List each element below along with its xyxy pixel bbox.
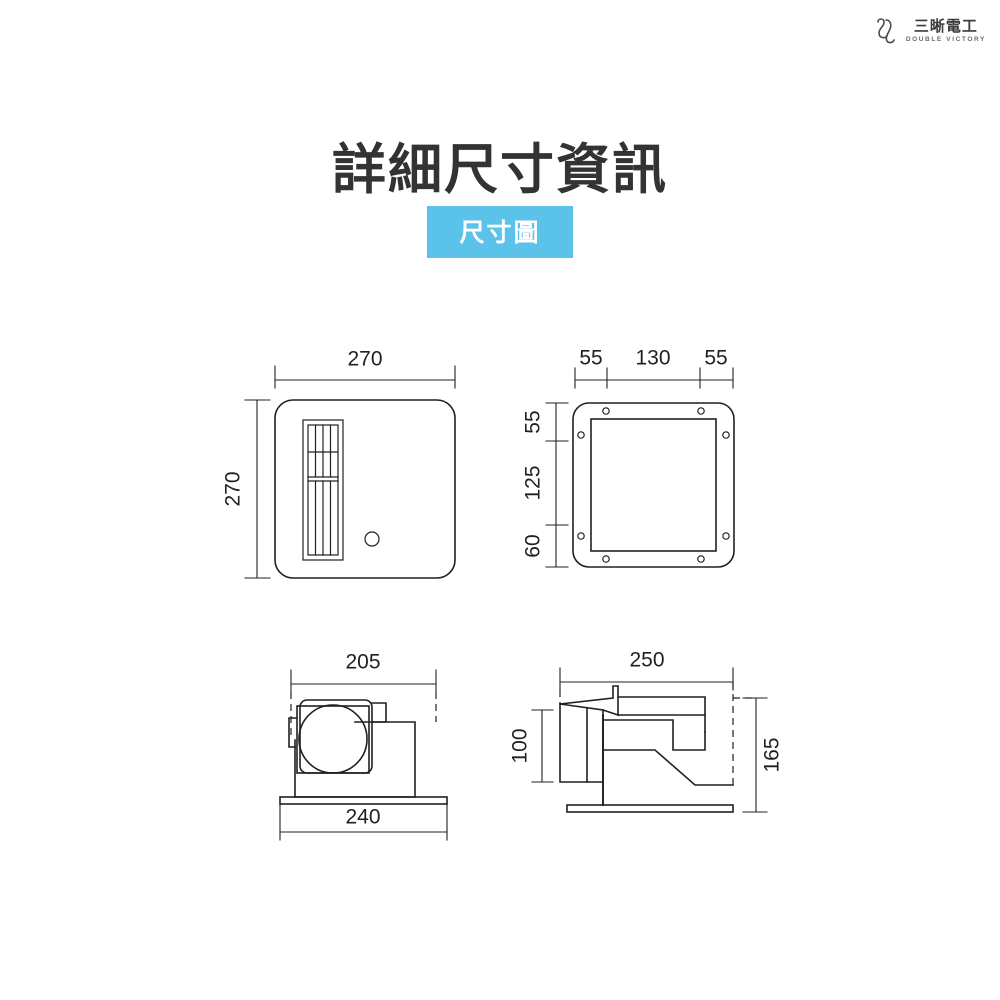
housing-slope bbox=[602, 749, 734, 786]
dim-label-top-2: 130 bbox=[635, 347, 670, 370]
mount-bracket bbox=[288, 717, 298, 748]
dim-top-205: 205 bbox=[290, 651, 437, 693]
mounting-frame-view: 55 130 55 55 125 60 bbox=[522, 347, 735, 568]
duct-collar bbox=[559, 685, 619, 783]
dim-label-top-3: 55 bbox=[704, 347, 727, 370]
indicator-hole bbox=[364, 531, 380, 547]
panel-outline bbox=[274, 399, 456, 579]
dim-left-segments: 55 125 60 bbox=[522, 402, 569, 568]
dim-label-width: 270 bbox=[347, 348, 382, 371]
dim-right-165: 165 bbox=[742, 697, 784, 813]
housing-body bbox=[602, 719, 706, 751]
dim-label-height: 270 bbox=[222, 471, 245, 506]
ceiling-flange bbox=[566, 804, 734, 813]
screw-hole bbox=[722, 431, 730, 439]
brand-name-en: DOUBLE VICTORY bbox=[905, 35, 986, 43]
screw-hole bbox=[722, 532, 730, 540]
housing-top bbox=[617, 696, 706, 733]
dim-label-top: 205 bbox=[345, 651, 380, 674]
ceiling-flange bbox=[279, 796, 448, 805]
dim-label-left: 100 bbox=[509, 728, 532, 763]
frame-opening bbox=[590, 418, 717, 552]
screw-hole bbox=[602, 407, 610, 415]
fan-housing bbox=[299, 699, 373, 774]
page-title: 詳細尺寸資訊 bbox=[332, 138, 668, 201]
screw-hole bbox=[697, 407, 705, 415]
dim-bottom-240: 240 bbox=[279, 802, 448, 841]
status-badge: 尺寸圖 bbox=[427, 206, 573, 258]
front-panel-view: 270 270 bbox=[222, 348, 456, 579]
frame-outline bbox=[572, 402, 735, 568]
grille-outer bbox=[302, 419, 344, 561]
grille bbox=[302, 419, 344, 561]
dim-top-segments: 55 130 55 bbox=[574, 347, 734, 389]
duct-side-view: 250 100 165 bbox=[509, 649, 784, 813]
motor-tab bbox=[371, 702, 387, 723]
housing-outline bbox=[294, 721, 416, 798]
screw-hole bbox=[577, 532, 585, 540]
badge-container: 尺寸圖 bbox=[0, 206, 1000, 258]
double-victory-monogram-icon bbox=[877, 18, 895, 44]
fan-box bbox=[296, 705, 370, 774]
dim-label-top-1: 55 bbox=[579, 347, 602, 370]
dim-label-right: 165 bbox=[761, 737, 784, 772]
brand-logo: 三晰電工 DOUBLE VICTORY bbox=[874, 16, 986, 46]
dim-label-left-1: 55 bbox=[522, 410, 545, 433]
grille-inner bbox=[307, 424, 339, 556]
side-section-view: 205 240 bbox=[279, 651, 448, 841]
brand-name-cn: 三晰電工 bbox=[913, 16, 978, 35]
dim-label-bottom: 240 bbox=[345, 806, 380, 829]
dim-width-270: 270 bbox=[274, 348, 456, 389]
dim-label-left-3: 60 bbox=[522, 534, 545, 557]
dim-top-250: 250 bbox=[559, 649, 734, 691]
screw-hole bbox=[577, 431, 585, 439]
dim-height-270: 270 bbox=[222, 399, 271, 579]
dim-label-left-2: 125 bbox=[522, 465, 545, 500]
dim-left-100: 100 bbox=[509, 709, 554, 783]
dim-label-top: 250 bbox=[629, 649, 664, 672]
fan-wheel bbox=[298, 704, 368, 774]
screw-hole bbox=[602, 555, 610, 563]
screw-hole bbox=[697, 555, 705, 563]
